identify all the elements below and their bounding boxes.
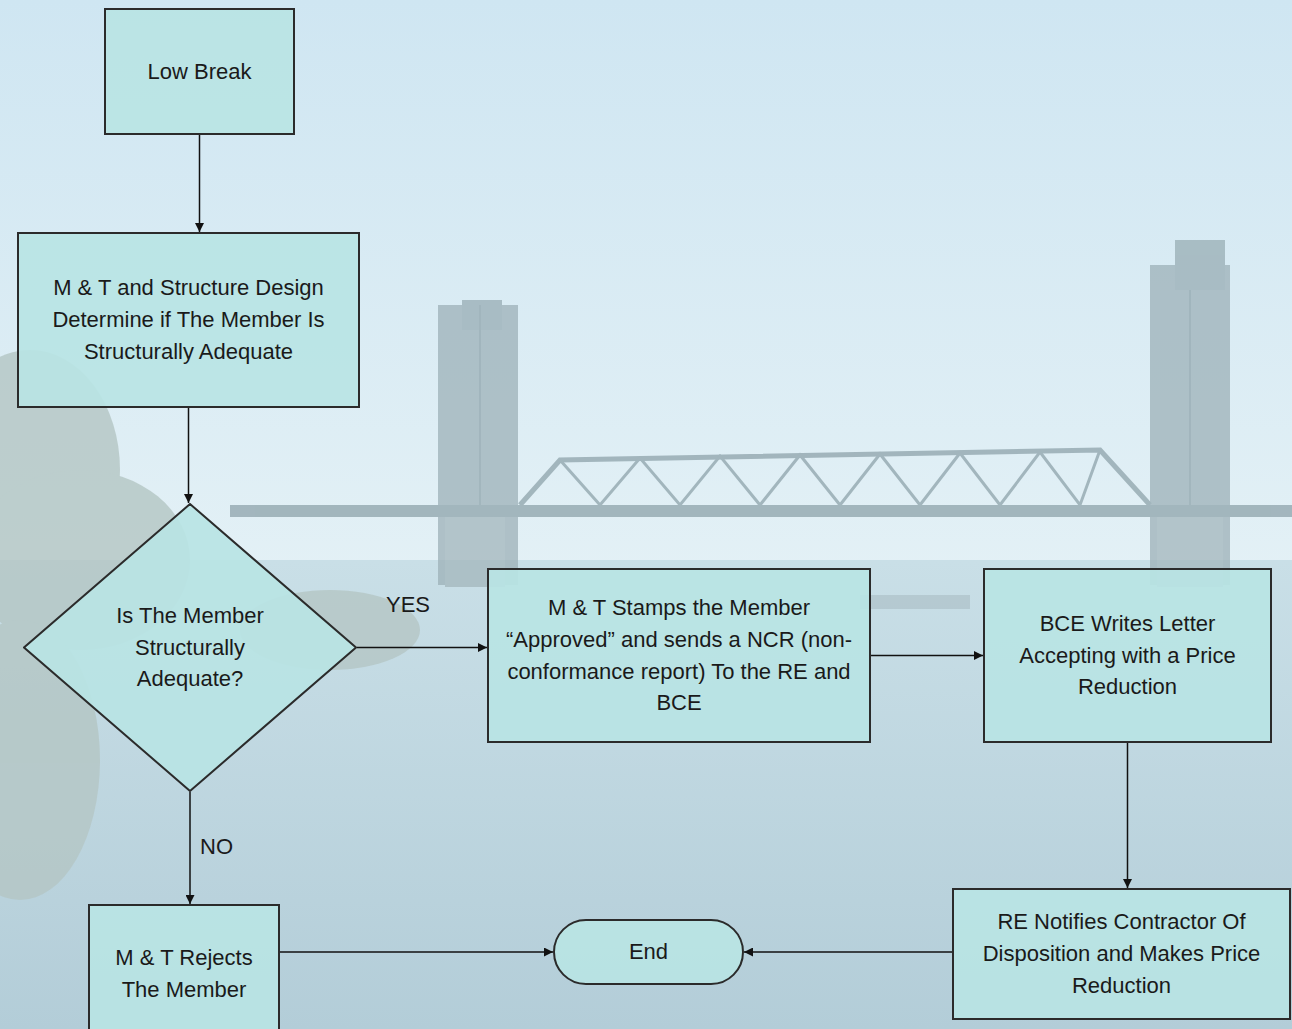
lift-bridge xyxy=(230,240,1292,587)
process-box: M & T and Structure Design Determine if … xyxy=(17,232,360,408)
process-box: BCE Writes Letter Accepting with a Price… xyxy=(983,568,1272,743)
trees xyxy=(0,350,420,900)
connector-arrow xyxy=(357,647,487,649)
connector-arrow xyxy=(744,951,952,953)
process-box: RE Notifies Contractor Of Disposition an… xyxy=(952,888,1291,1020)
edge-label: NO xyxy=(200,834,233,860)
connector-arrow xyxy=(871,655,983,657)
process-box: M & T Stamps the Member “Approved” and s… xyxy=(487,568,871,743)
distant-boat xyxy=(860,595,970,609)
node-text: M & T Rejects The Member xyxy=(100,942,268,1006)
node-text: M & T and Structure Design Determine if … xyxy=(29,272,348,368)
terminator-pill: End xyxy=(553,919,744,985)
node-text: BCE Writes Letter Accepting with a Price… xyxy=(995,608,1260,704)
node-text: M & T Stamps the Member “Approved” and s… xyxy=(499,592,859,720)
connector-arrow xyxy=(188,408,190,503)
node-text: Is The Member Structurally Adequate? xyxy=(115,600,265,696)
decision-diamond: Is The Member Structurally Adequate? xyxy=(23,503,357,792)
connector-arrow xyxy=(280,951,553,953)
start-box: Low Break xyxy=(104,8,295,135)
connector-arrow xyxy=(199,135,201,232)
node-text: End xyxy=(629,936,668,968)
edge-label: YES xyxy=(386,592,430,618)
connector-arrow xyxy=(1127,743,1129,888)
process-box: M & T Rejects The Member xyxy=(88,904,280,1029)
node-text: RE Notifies Contractor Of Disposition an… xyxy=(964,906,1279,1002)
connector-arrow xyxy=(189,792,191,904)
node-text: Low Break xyxy=(148,56,252,88)
diamond-shape xyxy=(24,504,356,791)
